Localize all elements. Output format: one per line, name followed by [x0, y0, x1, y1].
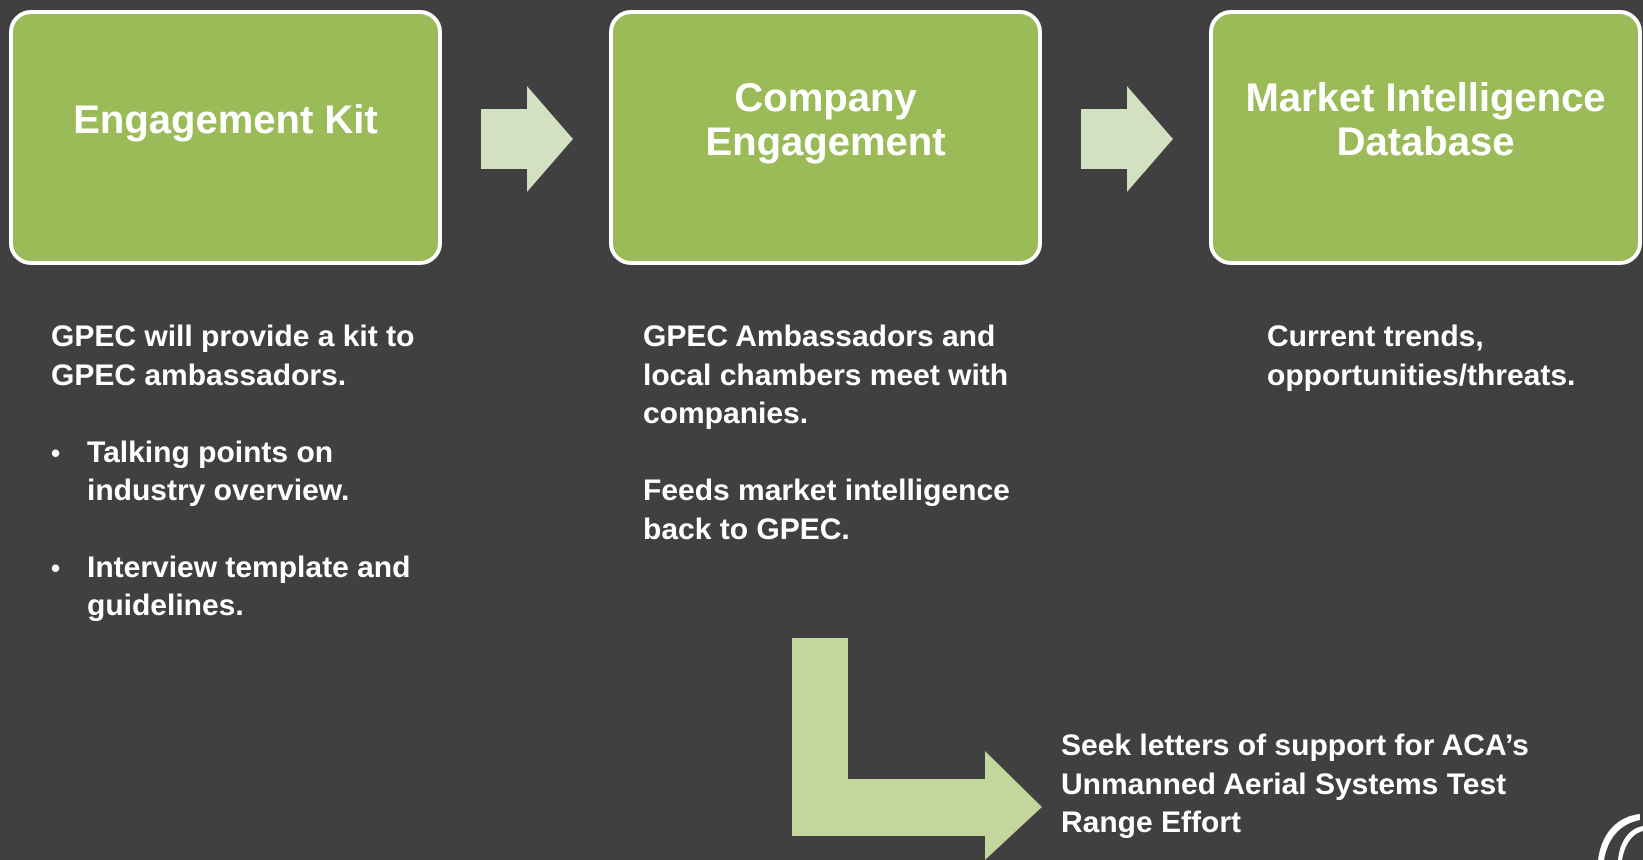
outcome-description: Seek letters of support for ACA’s Unmann… — [1061, 727, 1561, 843]
bullet-icon: • — [51, 552, 61, 583]
engagement-paragraph-2: Feeds market intelligence back to GPEC. — [643, 474, 1010, 546]
list-item: • Interview template and guidelines. — [51, 549, 431, 626]
bullet-text: Interview template and guidelines. — [87, 550, 411, 623]
engagement-kit-description: GPEC will provide a kit to GPEC ambassad… — [51, 318, 431, 664]
stage-box-engagement-kit: Engagement Kit — [9, 10, 442, 265]
kit-intro-text: GPEC will provide a kit to GPEC ambassad… — [51, 320, 415, 392]
logo-icon — [1598, 814, 1643, 860]
bullet-icon: • — [51, 437, 61, 468]
stage-box-market-intelligence: Market Intelligence Database — [1209, 10, 1642, 265]
right-arrow-icon — [481, 86, 573, 192]
kit-bullet-list: • Talking points on industry overview. •… — [51, 434, 431, 626]
company-engagement-description: GPEC Ambassadors and local chambers meet… — [643, 318, 1023, 549]
stage-title: Market Intelligence Database — [1245, 75, 1606, 164]
engagement-paragraph-1: GPEC Ambassadors and local chambers meet… — [643, 320, 1009, 430]
database-description: Current trends, opportunities/threats. — [1267, 318, 1637, 395]
elbow-arrow-icon — [792, 638, 1042, 860]
stage-title: Engagement Kit — [73, 97, 378, 142]
database-text: Current trends, opportunities/threats. — [1267, 320, 1576, 392]
right-arrow-icon — [1081, 86, 1173, 192]
list-item: • Talking points on industry overview. — [51, 434, 431, 511]
bullet-text: Talking points on industry overview. — [87, 435, 350, 508]
stage-box-company-engagement: Company Engagement — [609, 10, 1042, 265]
outcome-text: Seek letters of support for ACA’s Unmann… — [1061, 729, 1529, 839]
stage-title: Company Engagement — [705, 75, 946, 164]
